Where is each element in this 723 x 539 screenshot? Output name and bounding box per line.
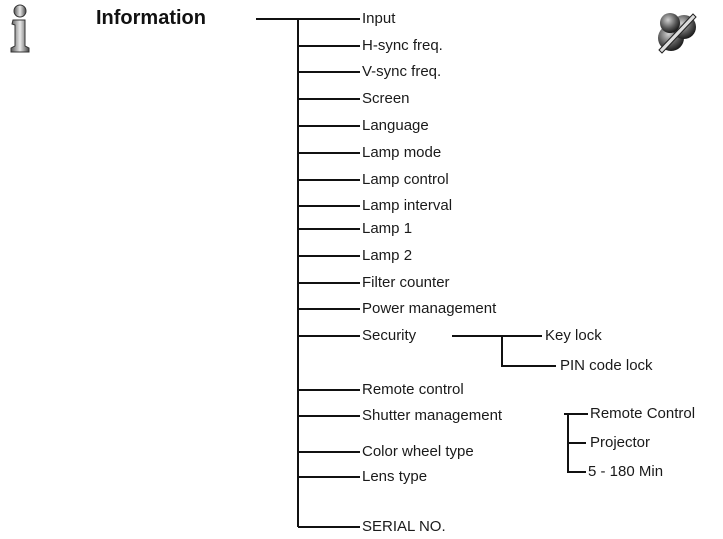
item-lamp-2: Lamp 2 (362, 247, 413, 264)
branch-lamp-interval (298, 205, 360, 207)
branch-serial (298, 526, 360, 528)
item-serial-no: SERIAL NO. (362, 518, 446, 535)
sub-remote-control: Remote Control (590, 405, 696, 422)
branch-language (298, 125, 360, 127)
branch-lamp-mode (298, 152, 360, 154)
item-language: Language (362, 117, 429, 134)
branch-input (298, 18, 360, 20)
item-lamp-interval: Lamp interval (362, 197, 453, 214)
branch-security (298, 335, 360, 337)
sub-key-lock: Key lock (545, 327, 602, 344)
item-screen: Screen (362, 90, 410, 107)
branch-lamp2 (298, 255, 360, 257)
item-lamp-1: Lamp 1 (362, 220, 413, 237)
main-trunk (297, 18, 299, 527)
branch-vsync (298, 71, 360, 73)
item-color-wheel-type: Color wheel type (362, 443, 474, 460)
page-title: Information (96, 7, 206, 29)
item-lamp-mode: Lamp mode (362, 144, 442, 161)
item-vsync-freq: V-sync freq. (362, 63, 442, 80)
branch-screen (298, 98, 360, 100)
item-input: Input (362, 10, 396, 27)
branch-lamp-control (298, 179, 360, 181)
item-remote-control: Remote control (362, 381, 464, 398)
branch-lamp1 (298, 228, 360, 230)
item-security: Security (362, 327, 417, 344)
branch-5-180-min (568, 471, 586, 473)
item-hsync-freq: H-sync freq. (362, 37, 443, 54)
item-lens-type: Lens type (362, 468, 428, 485)
branch-remote-control (298, 389, 360, 391)
branch-power-management (298, 308, 360, 310)
branch-shutter-management (298, 415, 360, 417)
branch-hsync (298, 45, 360, 47)
info-icon (10, 4, 30, 53)
item-lamp-control: Lamp control (362, 171, 449, 188)
shutter-connector (564, 413, 588, 415)
sub-pin-code-lock: PIN code lock (560, 357, 653, 374)
sub-projector: Projector (590, 434, 651, 451)
sub-5-180-min: 5 - 180 Min (588, 463, 664, 480)
item-filter-counter: Filter counter (362, 274, 450, 291)
branch-lens-type (298, 476, 360, 478)
branch-projector (568, 442, 586, 444)
title-connector (256, 18, 298, 20)
branch-color-wheel (298, 451, 360, 453)
item-shutter-management: Shutter management (362, 407, 503, 424)
security-connector (452, 335, 542, 337)
security-subtrunk (501, 335, 503, 367)
branch-filter-counter (298, 282, 360, 284)
palette-icon (658, 13, 697, 54)
item-power-management: Power management (362, 300, 497, 317)
branch-pin-code-lock (502, 365, 556, 367)
